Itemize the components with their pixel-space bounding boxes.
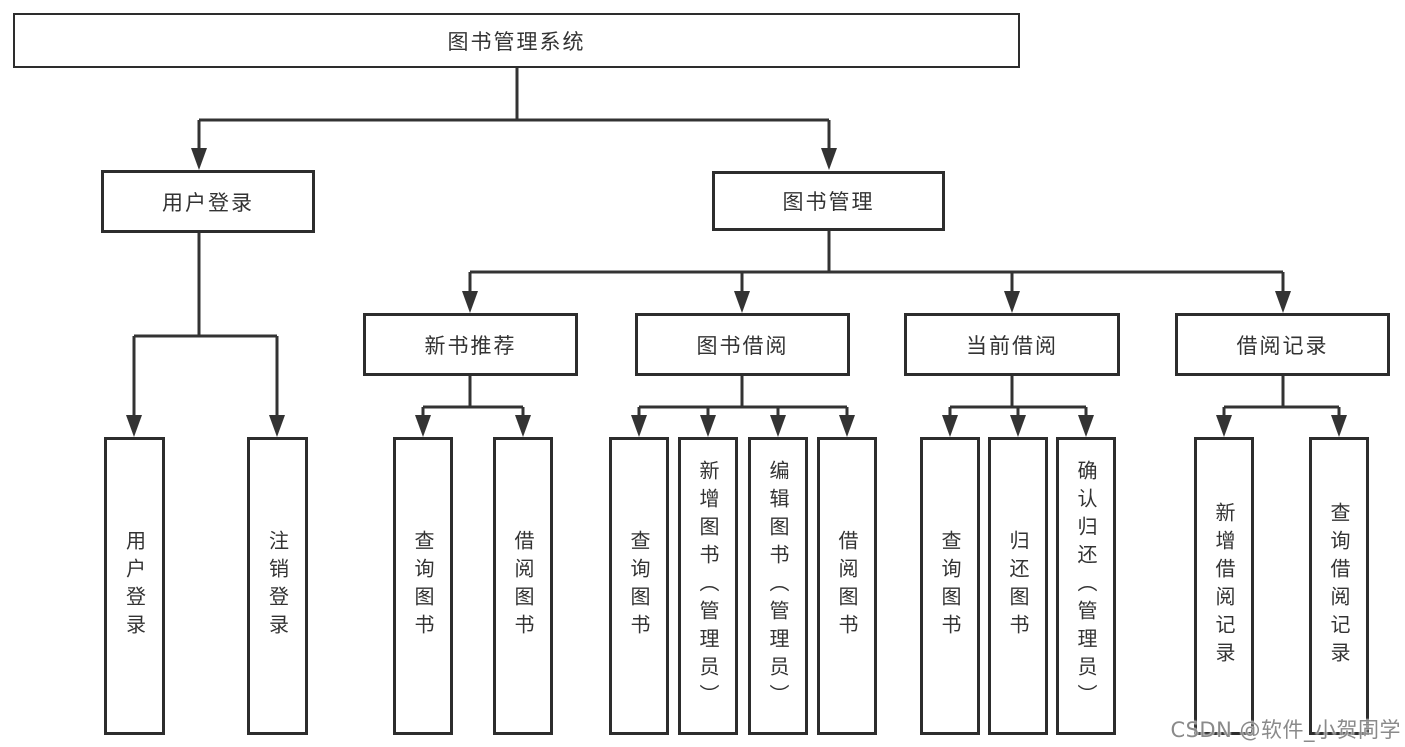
arrowhead xyxy=(1078,415,1094,437)
connector-book-borrow-group xyxy=(637,376,849,418)
arrowhead xyxy=(700,415,716,437)
arrowhead xyxy=(1216,415,1232,437)
arrowhead xyxy=(821,148,837,170)
arrowhead xyxy=(126,415,142,437)
leaf-logout-login: 注销登录 xyxy=(247,437,308,735)
arrowhead xyxy=(1275,291,1291,313)
node-book-management: 图书管理 xyxy=(712,171,945,231)
arrowhead xyxy=(631,415,647,437)
leaf-edit-books-admin: 编辑图书（管理员） xyxy=(748,437,808,735)
node-book-management-system: 图书管理系统 xyxy=(13,13,1020,68)
connector-book-management-group xyxy=(468,231,1285,294)
leaf-query-books-3: 查询图书 xyxy=(920,437,980,735)
connector-root xyxy=(197,68,831,152)
node-new-book-recommend: 新书推荐 xyxy=(363,313,578,376)
csdn-watermark: CSDN @软件_小贺同学 xyxy=(1170,718,1401,742)
connector-current-borrow-group xyxy=(948,376,1088,418)
node-user-login: 用户登录 xyxy=(101,170,315,233)
arrowhead xyxy=(269,415,285,437)
arrowhead xyxy=(515,415,531,437)
arrowhead xyxy=(734,291,750,313)
arrowhead xyxy=(1010,415,1026,437)
node-current-borrow: 当前借阅 xyxy=(904,313,1120,376)
connector-borrow-records-group xyxy=(1222,376,1341,418)
leaf-query-books-2: 查询图书 xyxy=(609,437,669,735)
connector-new-book-group xyxy=(421,376,525,418)
arrowhead xyxy=(191,148,207,170)
leaf-return-books: 归还图书 xyxy=(988,437,1048,735)
arrowhead xyxy=(1004,291,1020,313)
arrowhead xyxy=(839,415,855,437)
arrowhead xyxy=(942,415,958,437)
leaf-add-borrow-record: 新增借阅记录 xyxy=(1194,437,1254,735)
leaf-add-books-admin: 新增图书（管理员） xyxy=(678,437,738,735)
arrowhead xyxy=(770,415,786,437)
arrowhead xyxy=(415,415,431,437)
leaf-borrow-books-2: 借阅图书 xyxy=(817,437,877,735)
leaf-borrow-books: 借阅图书 xyxy=(493,437,553,735)
connector-user-login-group xyxy=(132,233,279,418)
leaf-query-books: 查询图书 xyxy=(393,437,453,735)
leaf-user-login: 用户登录 xyxy=(104,437,165,735)
leaf-query-borrow-record: 查询借阅记录 xyxy=(1309,437,1369,735)
node-borrow-records: 借阅记录 xyxy=(1175,313,1390,376)
arrowhead xyxy=(462,291,478,313)
node-book-borrow: 图书借阅 xyxy=(635,313,850,376)
arrowhead xyxy=(1331,415,1347,437)
leaf-confirm-return-admin: 确认归还（管理员） xyxy=(1056,437,1116,735)
